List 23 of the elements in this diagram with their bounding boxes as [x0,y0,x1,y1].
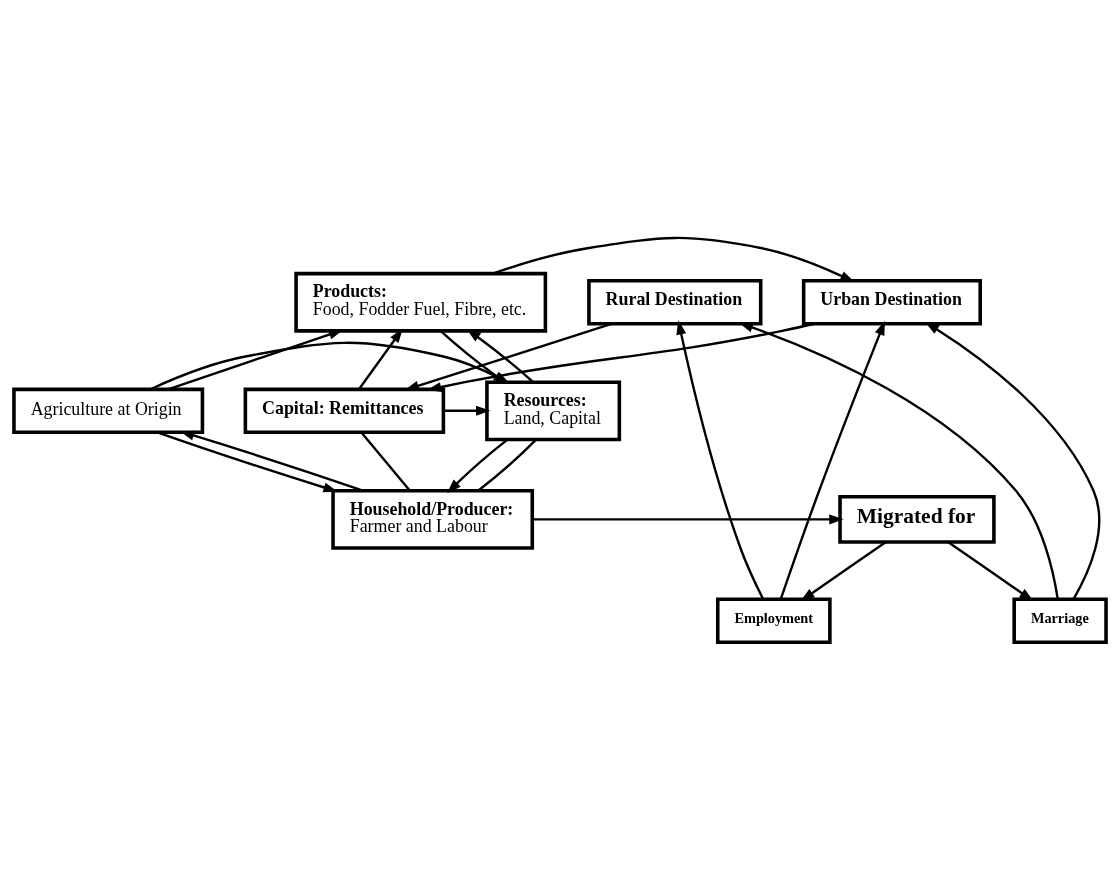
arrow [800,540,887,601]
arrow [779,320,885,599]
node-box: Marriage [1012,597,1108,644]
connector [477,438,537,491]
node-box: Rural Destination [587,278,763,326]
node-box: Urban Destination [801,278,982,326]
arrow [446,438,509,493]
node-box: Household/Producer: Farmer and Labour [331,488,535,550]
arrow [738,322,1059,599]
arrow [532,513,844,524]
connector [360,431,411,491]
node-box: Products: Food, Fodder Fuel, Fibre, etc. [294,271,548,333]
node-box: Employment [715,597,832,644]
arrow [443,405,491,416]
arrow [676,319,765,600]
arrow [404,322,612,391]
arrow [358,327,403,390]
node-box: Capital: Remittances [243,387,446,434]
node-box: Migrated for [838,494,996,544]
arrow [492,236,855,282]
node-box: Agriculture at Origin [12,387,205,434]
arrow [947,540,1034,601]
node-box: Resources: Land, Capital [485,379,622,441]
